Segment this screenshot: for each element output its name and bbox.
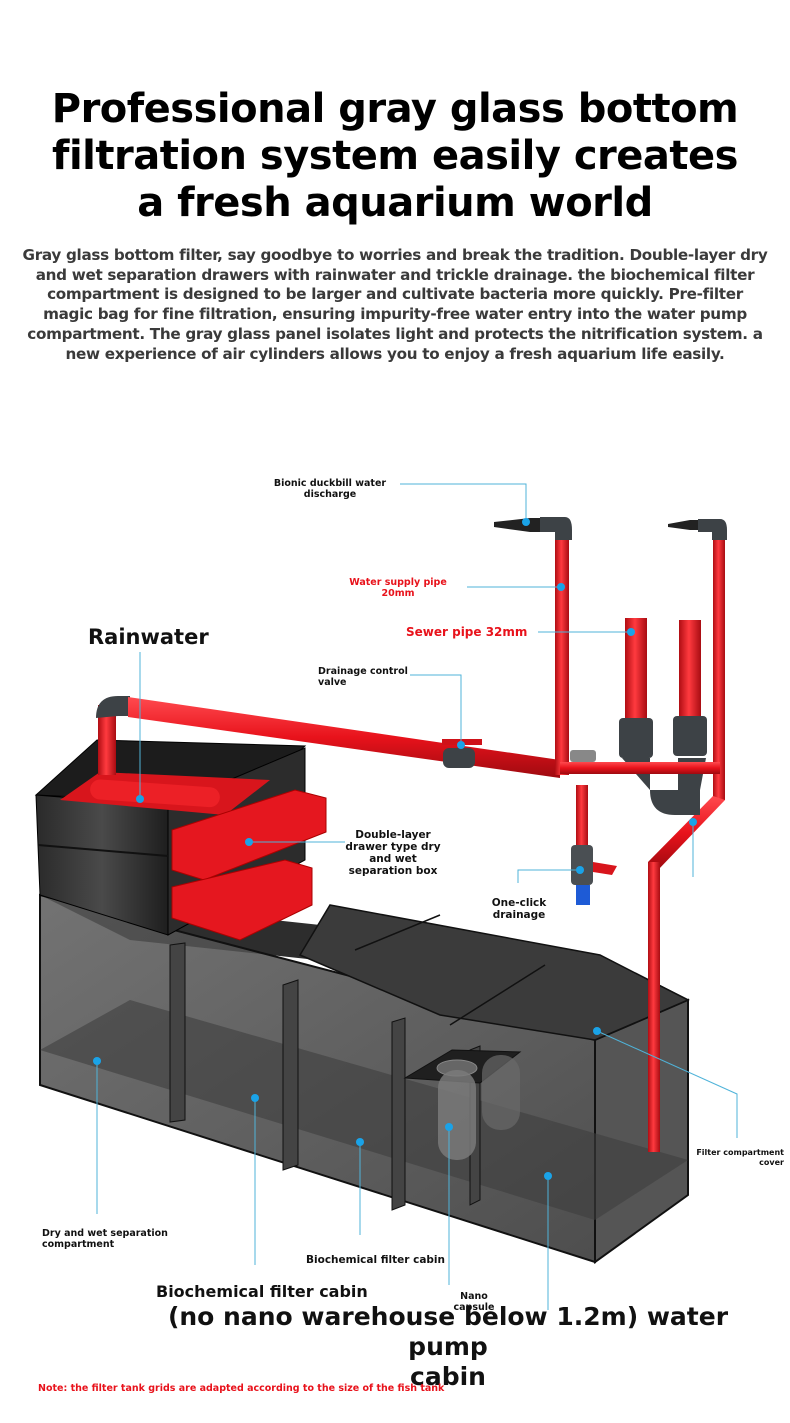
label-supply-line-1: Water supply pipe (349, 577, 447, 588)
drain-valve-body (443, 748, 475, 768)
upper-drawer (171, 789, 327, 881)
dot-bio-1 (251, 1094, 259, 1102)
dot-duckbill (522, 518, 530, 526)
label-nano-line-2: capsule (453, 1302, 495, 1313)
sewer-pipe-2 (679, 620, 701, 720)
dot-return (689, 818, 697, 826)
label-oneclick-line-2: drainage (492, 909, 546, 921)
intro-paragraph: Gray glass bottom filter, say goodbye to… (22, 246, 768, 363)
duckbill-left-elbow (540, 517, 572, 540)
headline-line-2: filtration system easily creates (52, 133, 738, 179)
rain-riser (98, 705, 116, 775)
label-duckbill: Bionic duckbill water discharge (264, 478, 396, 500)
rain-bar (90, 779, 220, 808)
page-headline: Professional gray glass bottom filtratio… (0, 86, 790, 227)
nano-capsule (403, 1049, 522, 1160)
label-valve-line-2: valve (318, 677, 347, 688)
supply-pipe-right (713, 535, 725, 800)
supply-pipe-left (555, 535, 569, 775)
tank-floor (40, 1000, 688, 1220)
label-duckbill-line-2: discharge (303, 489, 357, 500)
baffle-3 (391, 1017, 406, 1211)
dot-dry-wet (93, 1057, 101, 1065)
dot-oneclick (576, 866, 584, 874)
label-filter-cover: Filter compartment cover (688, 1148, 784, 1168)
return-pipe-down (648, 862, 660, 1152)
label-duckbill-line-1: Bionic duckbill water (273, 478, 387, 489)
baffle-1 (169, 942, 186, 1123)
label-nano-capsule: Nano capsule (449, 1291, 499, 1313)
drain-down-pipe (576, 785, 588, 845)
label-supply-line-2: 20mm (381, 588, 415, 599)
dot-rainwater (136, 795, 144, 803)
dot-supply (557, 583, 565, 591)
dot-pump (544, 1172, 552, 1180)
label-drawer-line-2: drawer type dry (345, 841, 441, 853)
filtration-diagram (34, 483, 738, 1310)
label-pump-cabin: (no nano warehouse below 1.2m) water pum… (140, 1302, 756, 1392)
label-cover-line-1: Filter compartment (696, 1148, 784, 1157)
headline-line-3: a fresh aquarium world (137, 180, 653, 226)
label-drywet-line-1: Dry and wet separation (42, 1228, 168, 1239)
footnote: Note: the filter tank grids are adapted … (38, 1383, 445, 1394)
leader-lines (96, 483, 738, 1310)
label-valve-line-1: Drainage control (318, 666, 408, 677)
label-drainage-valve: Drainage control valve (318, 666, 418, 688)
label-drywet-line-2: compartment (42, 1239, 115, 1250)
drain-outlet (576, 885, 590, 905)
rain-elbow (96, 696, 130, 718)
label-drawer-line-3: and wet (369, 853, 417, 865)
pipe-network (96, 517, 727, 1152)
dot-drawer (245, 838, 253, 846)
label-supply-pipe: Water supply pipe 20mm (340, 577, 456, 599)
label-pump-line-2: cabin (410, 1362, 486, 1391)
label-drawer-line-1: Double-layer (355, 829, 431, 841)
label-dry-wet-compartment: Dry and wet separation compartment (42, 1228, 192, 1250)
dot-nano (445, 1123, 453, 1131)
duckbill-left (494, 518, 540, 532)
sewer-pipe-1 (625, 618, 647, 723)
duckbill-right-elbow (698, 519, 727, 540)
dot-valve (457, 741, 465, 749)
tank-right-face (594, 998, 689, 1264)
label-sewer-pipe: Sewer pipe 32mm (406, 625, 528, 639)
baffle-2 (282, 979, 299, 1171)
tank-cover (298, 904, 690, 1041)
label-bio-cabin-big: Biochemical filter cabin (156, 1282, 368, 1301)
label-cover-line-2: cover (759, 1158, 784, 1167)
callout-dots (93, 518, 697, 1180)
headline-line-1: Professional gray glass bottom (51, 86, 739, 132)
label-oneclick-line-1: One-click (491, 897, 547, 909)
label-pump-line-1: (no nano warehouse below 1.2m) water pum… (167, 1302, 729, 1361)
sump-tank (39, 893, 690, 1264)
label-bio-cabin-small: Biochemical filter cabin (306, 1254, 445, 1266)
label-one-click-drainage: One-click drainage (484, 897, 554, 921)
dot-sewer (627, 628, 635, 636)
label-drawer-line-4: separation box (348, 865, 438, 877)
dot-cover (593, 1027, 601, 1035)
label-rainwater: Rainwater (88, 625, 209, 649)
duckbill-right (668, 520, 698, 530)
dot-bio-2 (356, 1138, 364, 1146)
return-pipe-diagonal (648, 796, 725, 870)
label-drawer-box: Double-layer drawer type dry and wet sep… (340, 829, 446, 877)
lower-drawer (171, 859, 313, 941)
label-nano-line-1: Nano (460, 1291, 488, 1302)
